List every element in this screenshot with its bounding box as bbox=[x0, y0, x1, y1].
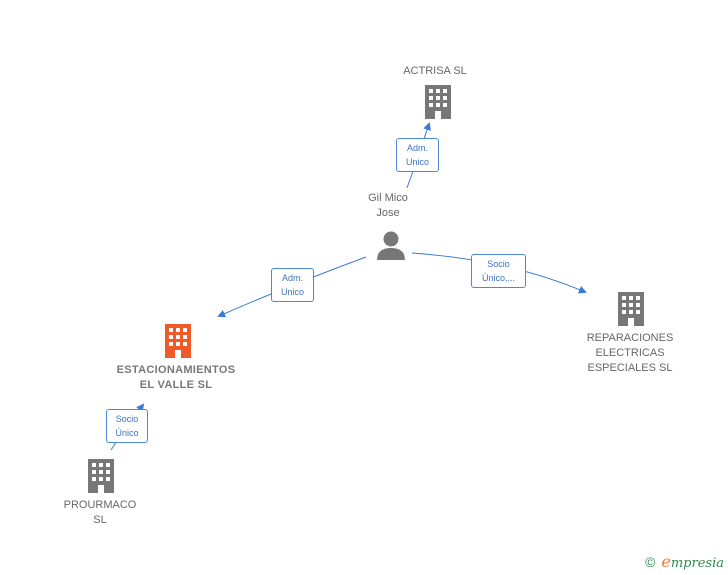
building-icon[interactable] bbox=[616, 292, 646, 326]
edge-label-gil-actrisa[interactable]: Adm. Unico bbox=[396, 138, 439, 172]
empresia-watermark: © empresia bbox=[645, 552, 724, 571]
building-icon[interactable] bbox=[86, 459, 116, 493]
building-icon-highlighted[interactable] bbox=[163, 324, 193, 358]
building-icon[interactable] bbox=[423, 85, 453, 119]
node-label-prourmaco: PROURMACO SL bbox=[63, 499, 137, 526]
edge-label-gil-estacionamientos[interactable]: Adm. Unico bbox=[271, 268, 314, 302]
node-label-estacionamientos: ESTACIONAMIENTOS EL VALLE SL bbox=[116, 364, 236, 391]
node-label-reparaciones: REPARACIONES ELECTRICAS ESPECIALES SL bbox=[586, 332, 674, 374]
edge-label-gil-reparaciones[interactable]: Socio Único,... bbox=[471, 254, 526, 288]
copyright-icon: © bbox=[645, 553, 656, 570]
node-label-gil: Gil Mico Jose bbox=[368, 192, 408, 219]
person-icon[interactable] bbox=[375, 230, 407, 260]
node-label-actrisa: ACTRISA SL bbox=[403, 65, 467, 77]
edge-label-prourmaco-estacionamientos[interactable]: Socio Único bbox=[106, 409, 148, 443]
empresia-logo: empresia bbox=[661, 552, 724, 571]
